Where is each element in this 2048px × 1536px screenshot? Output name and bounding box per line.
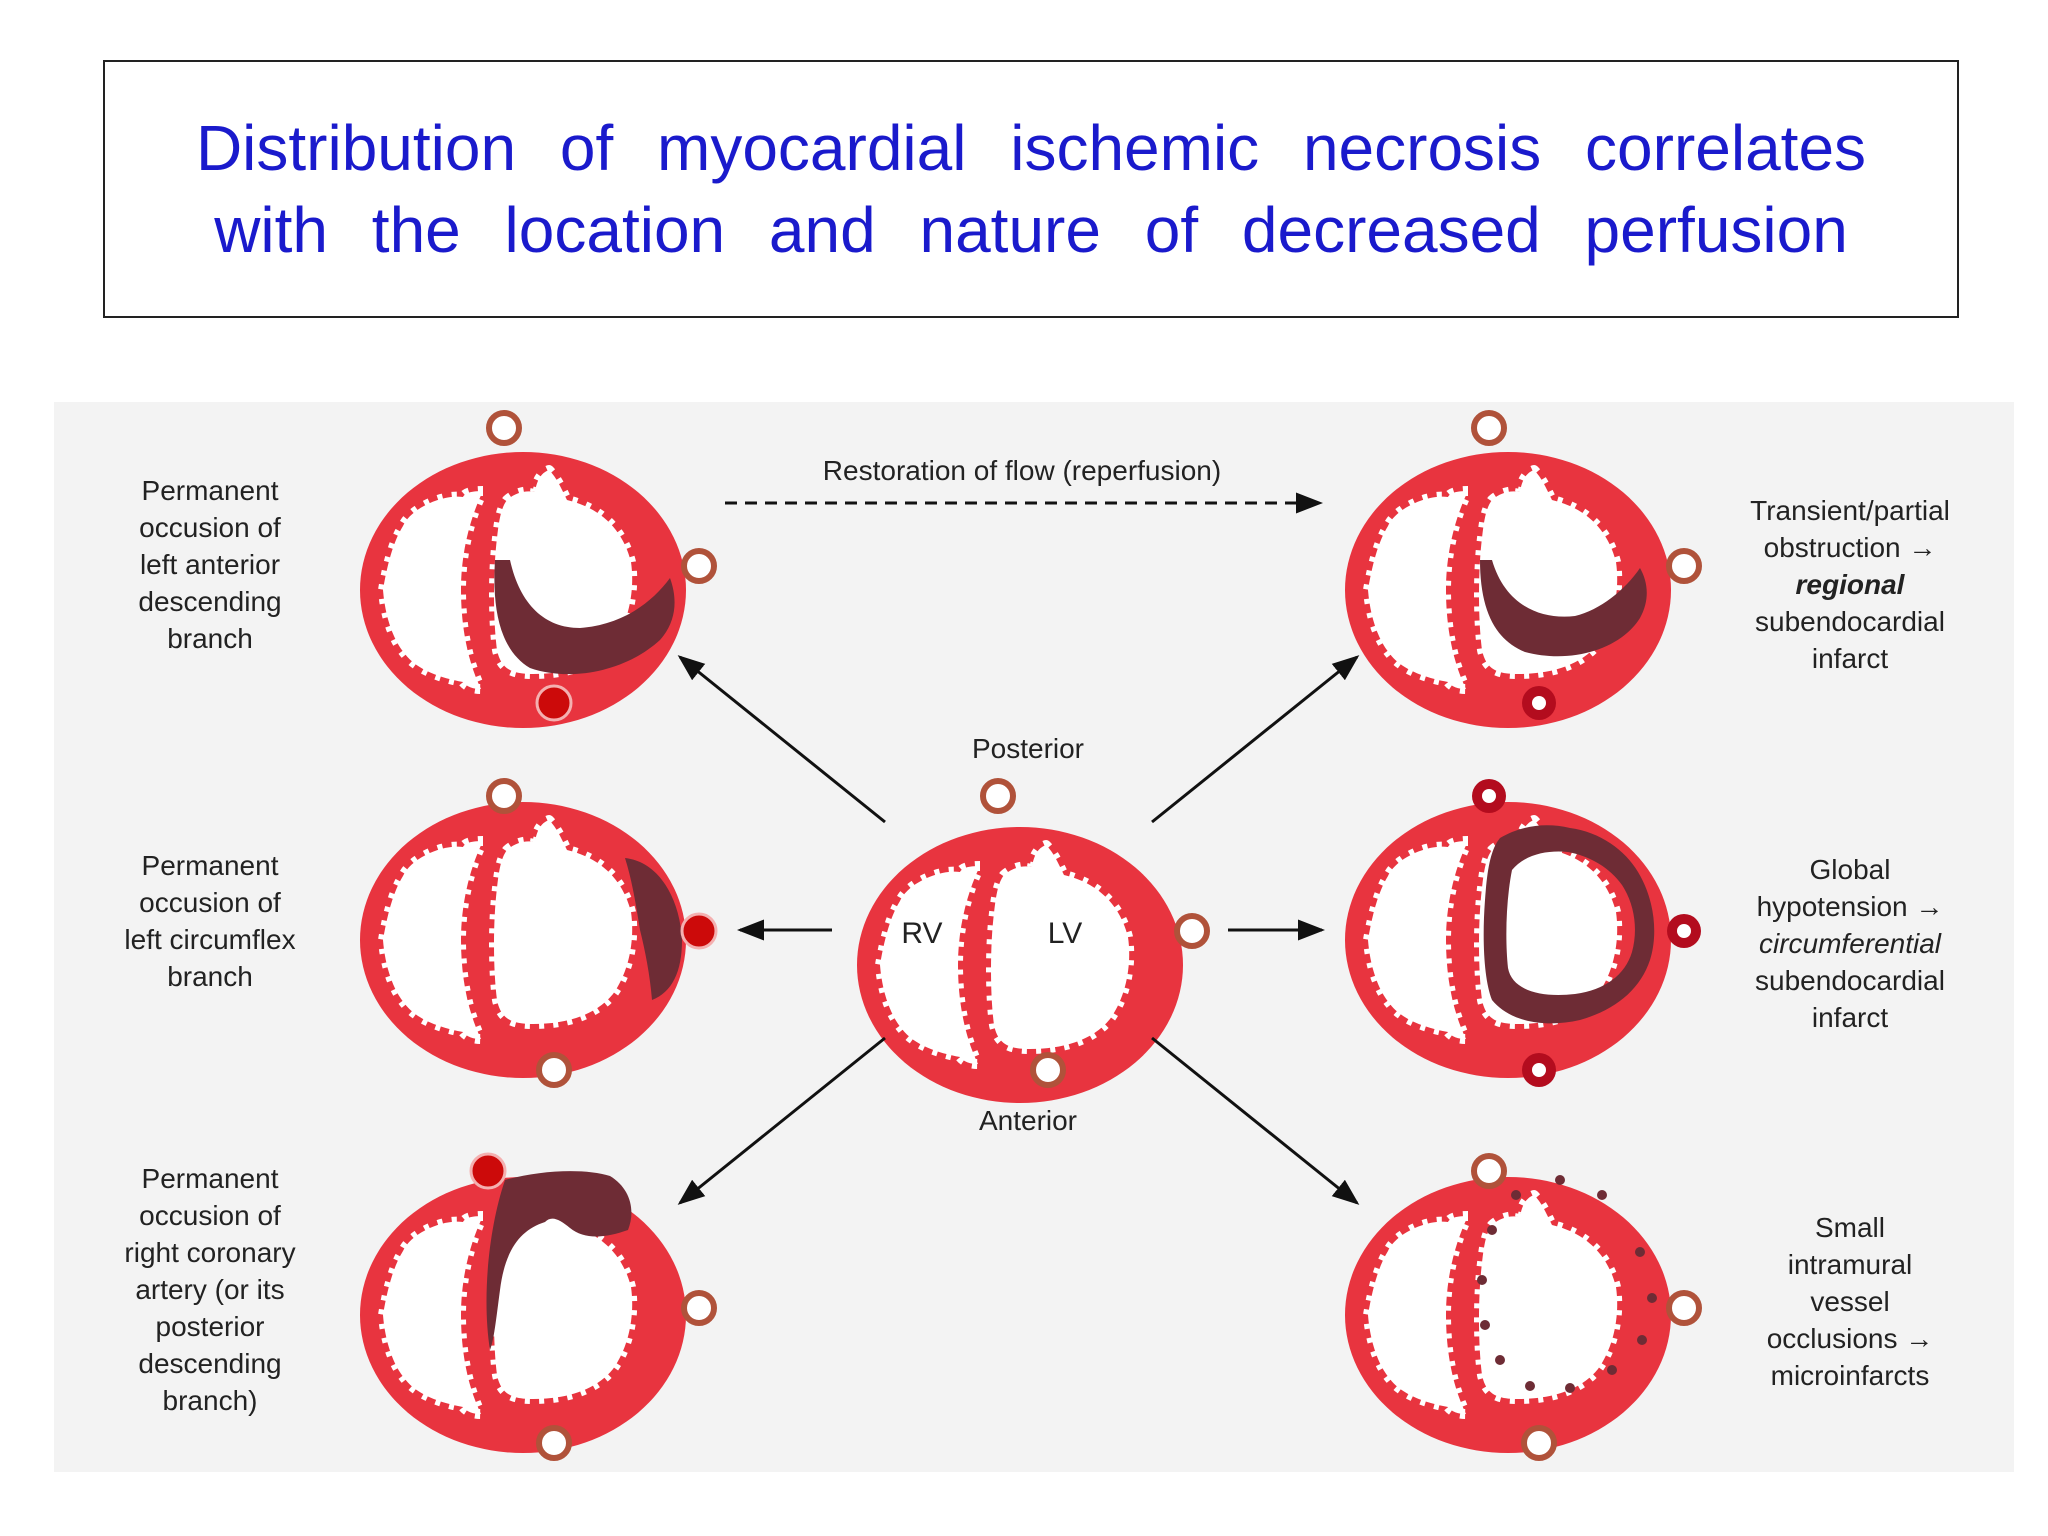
label-regional-infarct: Transient/partial obstruction → regional… (1730, 492, 1970, 677)
vessel-center-left (1177, 916, 1207, 946)
label-rca-occlusion: Permanent occusion of right coronary art… (124, 1163, 296, 1416)
heart-rca-occlusion (360, 1171, 686, 1453)
heart-lcx-occlusion (360, 802, 686, 1078)
vessel-rca-occluded (469, 1152, 507, 1190)
vessel-regional-posterior (1474, 413, 1504, 443)
heart-circumferential-subendocardial (1345, 802, 1671, 1078)
arrow-to-regional (1151, 655, 1360, 824)
vessel-global-anterior-partial (1522, 1053, 1556, 1087)
heart-center-normal (857, 827, 1183, 1103)
vessel-lad-occluded (535, 684, 573, 722)
label-reperfusion: Restoration of flow (reperfusion) (823, 455, 1221, 486)
label-circumferential-after: subendocardial infarct (1755, 965, 1945, 1033)
label-micro-text: Small intramural vessel occlusions → mic… (1766, 1212, 1934, 1391)
vessel-global-posterior-partial (1472, 779, 1506, 813)
label-regional-after: subendocardial infarct (1755, 606, 1945, 674)
vessel-regional-left (1669, 551, 1699, 581)
label-anterior: Anterior (979, 1105, 1077, 1136)
vessel-micro-posterior (1474, 1156, 1504, 1186)
title-box: Distribution of myocardial ischemic necr… (103, 60, 1959, 318)
label-lcx-occlusion: Permanent occusion of left circumflex br… (124, 850, 296, 992)
vessel-regional-partial (1522, 686, 1556, 720)
vessel-rca-anterior (539, 1428, 569, 1458)
vessel-lad-posterior (489, 413, 519, 443)
label-regional-before: Transient/partial obstruction → (1750, 495, 1950, 563)
label-posterior: Posterior (972, 733, 1084, 764)
vessel-rca-left (684, 1293, 714, 1323)
arrow-to-rca (677, 1036, 886, 1205)
label-microinfarcts: Small intramural vessel occlusions → mic… (1730, 1209, 1970, 1394)
vessel-micro-anterior (1524, 1428, 1554, 1458)
label-circumferential-infarct: Global hypotension → circumferential sub… (1730, 851, 1970, 1036)
vessel-center-anterior (1033, 1055, 1063, 1085)
label-regional-emphasis: regional (1795, 569, 1905, 600)
arrow-to-micro (1151, 1036, 1360, 1205)
label-lv: LV (1048, 917, 1082, 950)
heart-microinfarcts (1345, 1175, 1671, 1453)
label-circumferential-emphasis: circumferential (1758, 928, 1942, 959)
heart-regional-subendocardial (1345, 452, 1671, 728)
label-lad-occlusion: Permanent occusion of left anterior desc… (138, 475, 282, 654)
vessel-lcx-anterior (539, 1055, 569, 1085)
vessel-center-posterior (983, 781, 1013, 811)
title-line-2: with the location and nature of decrease… (214, 194, 1848, 266)
vessel-global-left-partial (1667, 914, 1701, 948)
vessel-lcx-posterior (489, 781, 519, 811)
vessel-lad-left (684, 551, 714, 581)
title-line-1: Distribution of myocardial ischemic necr… (195, 112, 1867, 184)
label-circumferential-before: Global hypotension → (1756, 854, 1944, 922)
heart-lad-occlusion (360, 452, 686, 728)
vessel-lcx-occluded (680, 912, 718, 950)
arrow-to-lad (677, 655, 886, 824)
vessel-micro-left (1669, 1293, 1699, 1323)
label-rv: RV (901, 917, 942, 950)
